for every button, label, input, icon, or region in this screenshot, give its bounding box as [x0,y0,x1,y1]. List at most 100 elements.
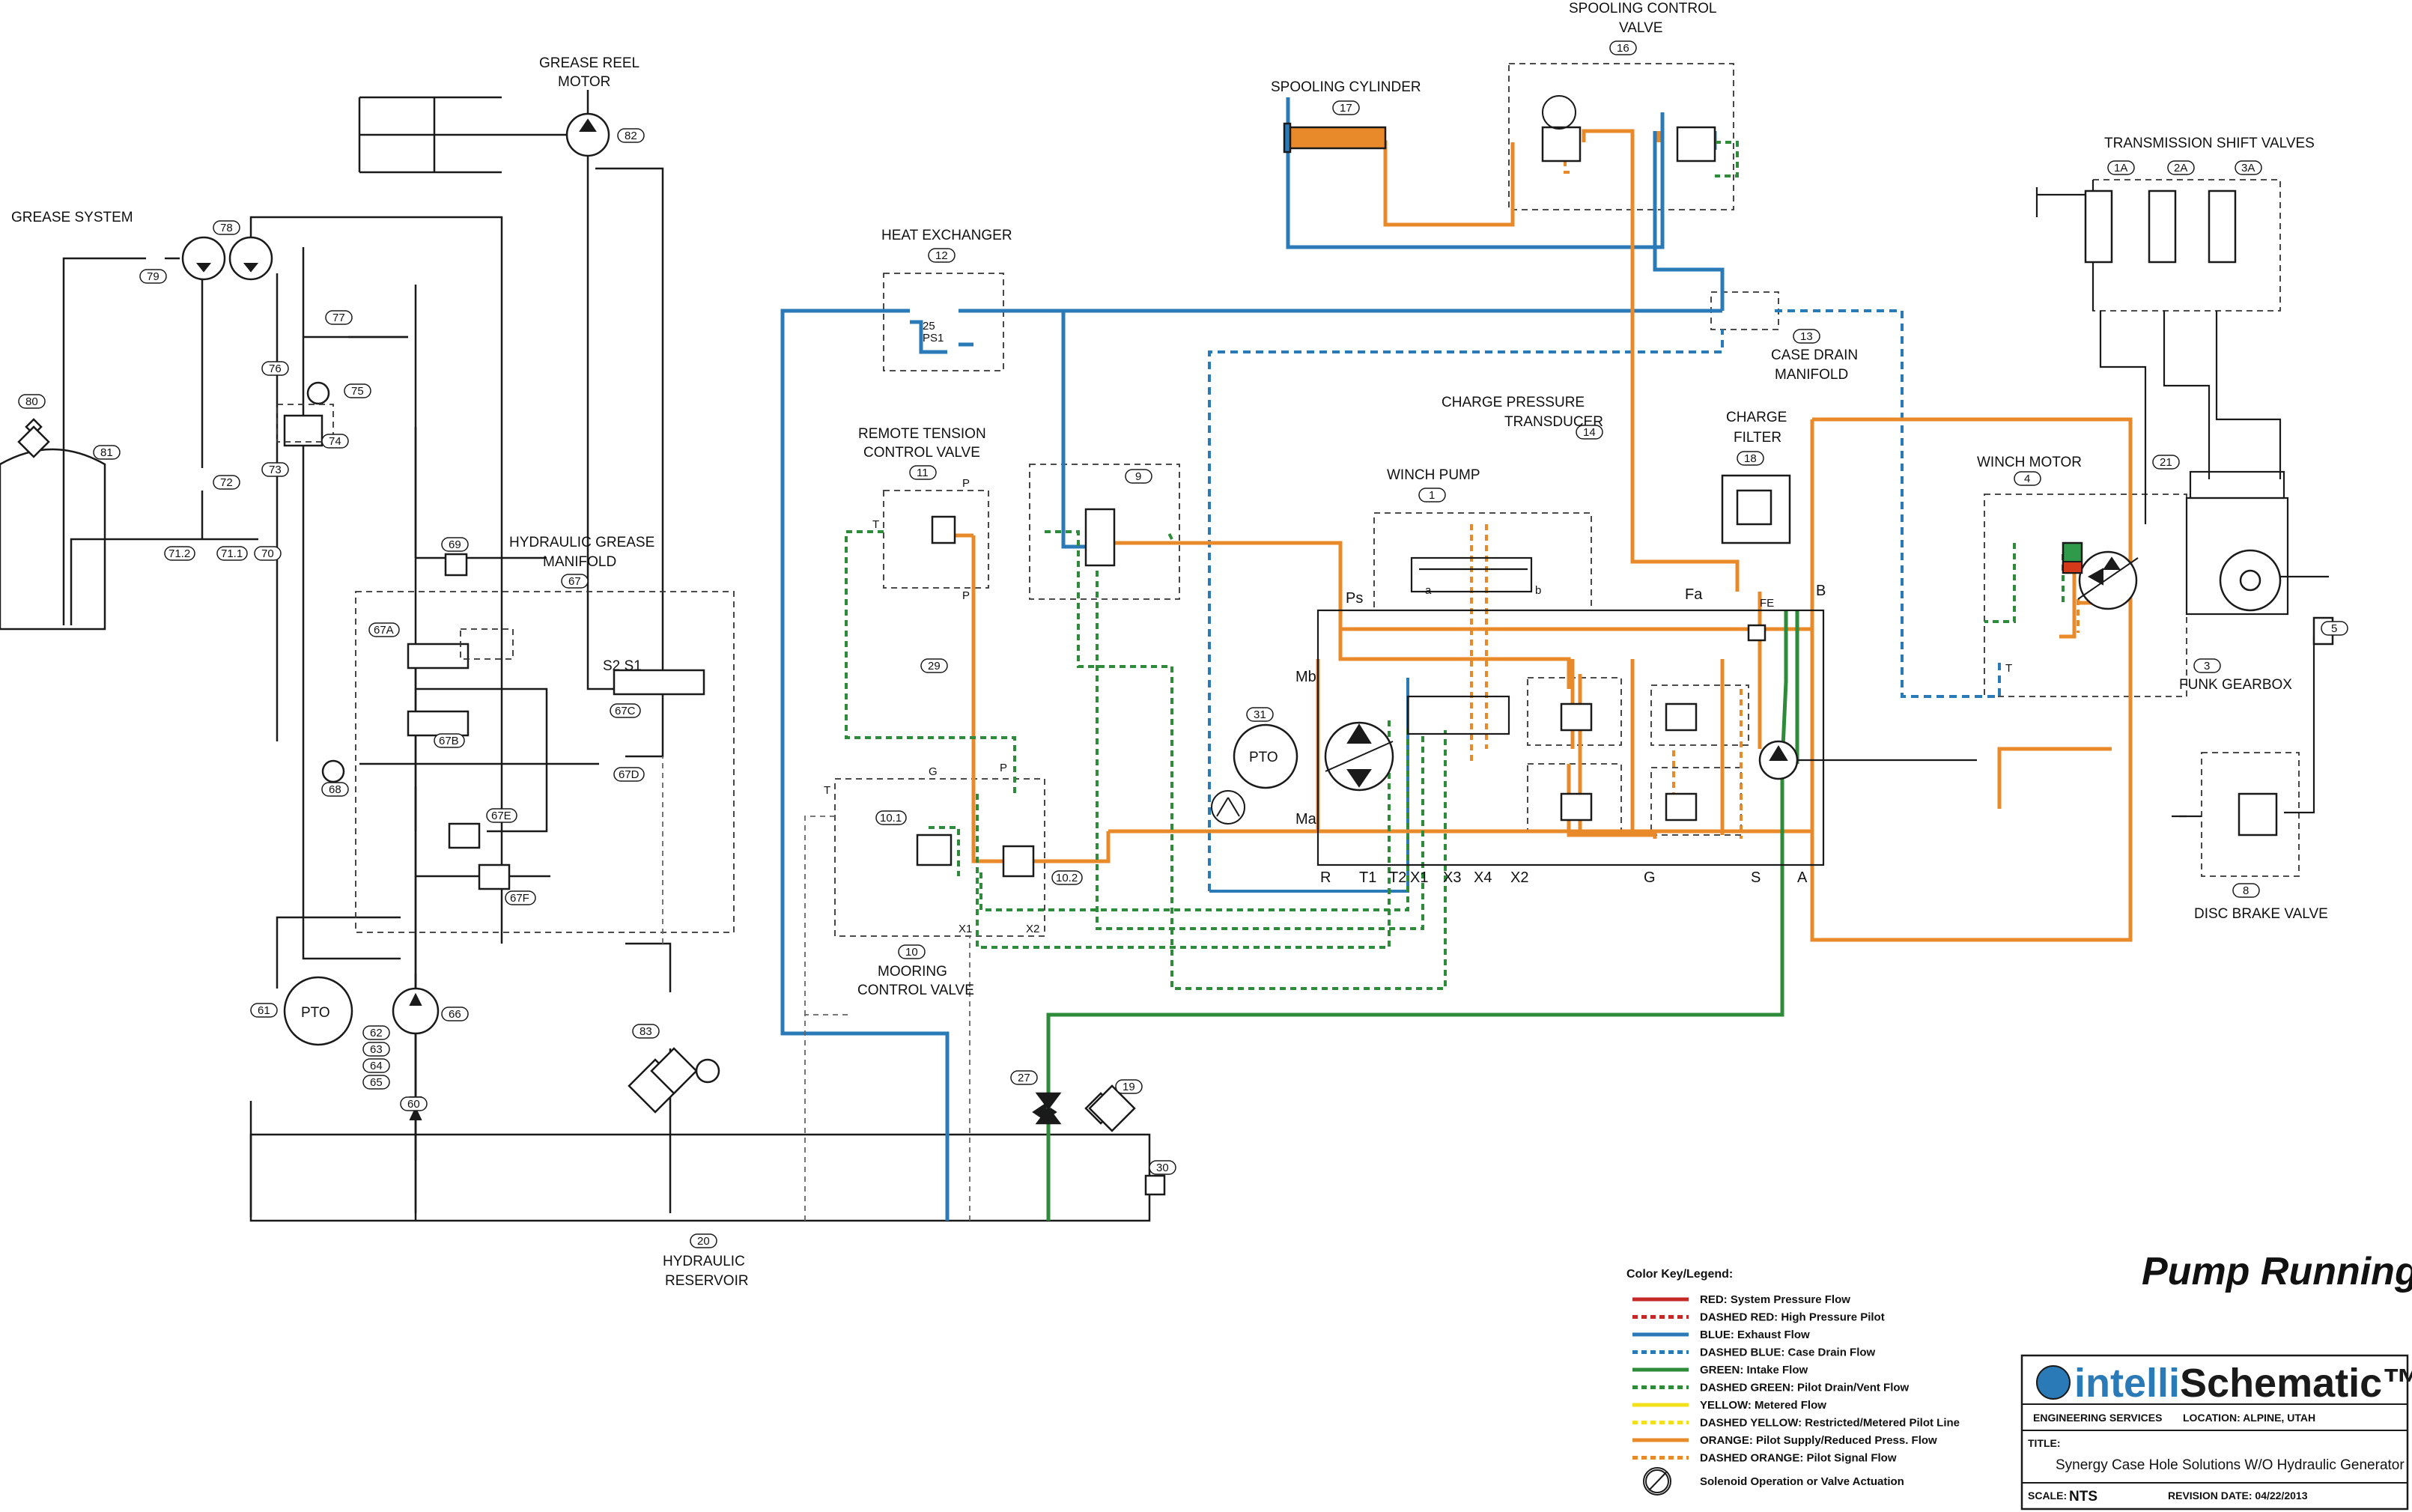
port-x1-10: X1 [959,923,972,935]
legend-item-label: DASHED RED: High Pressure Pilot [1700,1311,1885,1324]
legend-item-label: GREEN: Intake Flow [1700,1364,1808,1376]
tag-67B: 67B [439,735,459,747]
tag-65: 65 [370,1076,383,1089]
tag-27: 27 [1018,1072,1030,1084]
vent-valve-details [1211,95,2139,1496]
port-ps: Ps [1346,590,1363,607]
label-funk-gearbox: FUNK GEARBOX [2179,677,2292,693]
label-charge-pressure-1: CHARGE PRESSURE [1442,395,1585,410]
label-charge-pressure-2: TRANSDUCER [1504,414,1603,430]
tag-13: 13 [1800,330,1813,343]
port-p-11: P [962,589,970,602]
tb-engineering: ENGINEERING SERVICES [2033,1412,2162,1424]
label-charge-filter-2: FILTER [1734,430,1781,446]
label-case-drain-1: CASE DRAIN [1771,347,1858,363]
tag-1A: 1A [2114,162,2127,174]
tb-scale-label: SCALE: [2028,1490,2067,1502]
tag-70: 70 [261,547,274,560]
green-dashed-drain-lines [845,141,2065,990]
legend-item-label: DASHED ORANGE: Pilot Signal Flow [1700,1452,1897,1465]
tag-63: 63 [370,1043,383,1056]
tag-31: 31 [1254,708,1266,721]
label-disc-brake: DISC BRAKE VALVE [2194,906,2328,922]
label-remote-tension-1: REMOTE TENSION [858,426,986,442]
label-hx-25: 25 [923,320,935,333]
port-t-11: T [872,518,879,531]
label-reservoir-1: HYDRAULIC [663,1254,745,1269]
winch-motor-circle [2078,550,2138,610]
tag-3A: 3A [2241,162,2255,174]
tag-64: 64 [370,1060,383,1072]
port-x2: X2 [1510,869,1528,886]
tag-30: 30 [1156,1162,1169,1174]
legend-solenoid-label: Solenoid Operation or Valve Actuation [1700,1475,1904,1488]
port-b: B [1816,583,1826,599]
tb-title-label: TITLE: [2028,1437,2061,1449]
port-x1: X1 [1410,869,1428,886]
tag-80: 80 [25,395,38,408]
label-s2s1: S2 S1 [603,658,642,674]
port-p-11-top: P [962,477,970,490]
port-t1: T1 [1359,869,1376,886]
label-pto-31: PTO [1249,750,1278,765]
port-x2-10: X2 [1026,923,1039,935]
legend: Color Key/Legend: RED: System Pressure F… [1626,1268,1960,1493]
tag-77: 77 [332,312,345,324]
pto-31-circle [1233,723,1298,789]
port-t2: T2 [1389,869,1406,886]
label-heat-exchanger: HEAT EXCHANGER [881,228,1012,243]
legend-heading: Color Key/Legend: [1626,1268,1733,1281]
tag-4: 4 [2024,473,2030,485]
label-spooling-cylinder: SPOOLING CYLINDER [1271,79,1421,95]
label-hx-ps1: PS1 [923,332,944,344]
gray-dashed-lines [662,756,970,1221]
label-hyd-grease-2: MANIFOLD [543,554,616,570]
label-mooring-2: CONTROL VALVE [857,983,974,998]
label-charge-filter-1: CHARGE [1726,410,1787,425]
label-spooling-control-2: VALVE [1619,20,1662,36]
legend-item-label: ORANGE: Pilot Supply/Reduced Press. Flow [1700,1434,1937,1447]
tag-18: 18 [1744,452,1757,465]
solenoid-legend-icon [1645,1469,1669,1493]
green-intake-lines [1046,610,1799,1221]
label-remote-tension-2: CONTROL VALVE [863,445,980,461]
tag-66: 66 [449,1008,461,1021]
tag-69: 69 [449,538,461,551]
pump-motor-symbols [916,122,2334,878]
tag-60: 60 [407,1098,420,1111]
tag-16: 16 [1617,42,1629,55]
tag-10: 10 [905,946,918,959]
title-block: intelliSchematic™ ENGINEERING SERVICES L… [2020,1354,2412,1511]
orange-dashed-pilot-lines [1470,150,2080,839]
blue-exhaust-flow-lines [780,97,1725,1221]
tag-73: 73 [269,464,282,476]
component-labels: GREASE SYSTEM GREASE REEL MOTOR HYDRAULI… [11,1,2328,1289]
tag-81: 81 [100,446,113,459]
port-g: G [1644,869,1656,886]
tag-3: 3 [2204,660,2210,672]
port-x4: X4 [1474,869,1492,886]
blue-case-drain-lines [1208,309,2001,891]
tag-76: 76 [269,362,282,375]
legend-item-label: DASHED GREEN: Pilot Drain/Vent Flow [1700,1382,1910,1394]
tag-20: 20 [697,1235,710,1248]
tag-68: 68 [329,783,341,796]
tag-8: 8 [2243,884,2249,897]
pump-motor-details [1346,556,2121,788]
tag-74: 74 [329,435,341,448]
port-fe: FE [1760,597,1774,610]
logo-text: intelliSchematic™ [2074,1361,2412,1406]
port-a: A [1797,869,1808,886]
component-tag-text: 1A 2A 3A 1 3 4 5 8 9 10 10.1 10.2 11 12 … [25,42,2337,1248]
port-mb: Mb [1295,669,1316,685]
tag-61: 61 [258,1004,270,1017]
tag-71-1: 71.1 [221,547,243,560]
label-grease-reel-2: MOTOR [558,74,610,90]
legend-item-label: DASHED YELLOW: Restricted/Metered Pilot … [1700,1417,1960,1430]
tag-62: 62 [370,1027,383,1039]
port-r: R [1320,869,1331,886]
tag-10-2: 10.2 [1056,872,1078,884]
tag-10-1: 10.1 [880,812,902,825]
